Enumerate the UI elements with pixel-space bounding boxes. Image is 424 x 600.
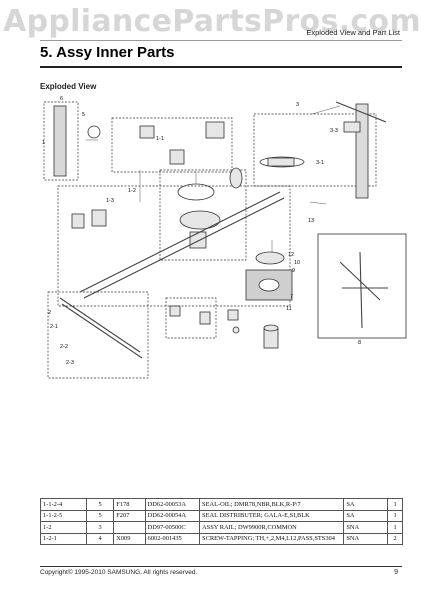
label-6: 6 <box>60 96 63 102</box>
parts-table: 1-1-2-4 5 F178 DD62-00053A SEAL-OIL; DMR… <box>39 498 403 545</box>
label-7: 7 <box>290 294 293 300</box>
table-row: 1-2-1 4 X009 6002-001435 SCREW-TAPPING; … <box>39 532 403 545</box>
title-divider <box>40 66 402 68</box>
label-9: 9 <box>292 268 295 274</box>
copyright: Copyright© 1995-2010 SAMSUNG. All rights… <box>40 569 198 576</box>
label-3: 3 <box>296 102 299 108</box>
label-1: 1 <box>42 140 45 146</box>
section-title: 5. Assy Inner Parts <box>40 44 175 61</box>
table-row: 1-1-2-5 5 F207 DD62-00054A SEAL DISTRIBU… <box>39 509 403 522</box>
label-2: 2 <box>48 310 51 316</box>
label-12: 12 <box>288 252 294 258</box>
label-1-2: 1-2 <box>128 188 136 194</box>
label-11: 11 <box>286 306 292 312</box>
header-divider <box>40 40 402 41</box>
subheading: Exploded View <box>40 82 97 91</box>
page-number: 9 <box>394 569 398 576</box>
header-tag: Exploded View and Part List <box>306 28 400 37</box>
label-13: 13 <box>308 218 314 224</box>
label-2-2: 2-2 <box>60 344 68 350</box>
label-2-1: 2-1 <box>50 324 58 330</box>
table-row: 1-2 3 DD97-00500C ASSY RAIL; DW9900R,COM… <box>39 521 403 534</box>
label-1-3: 1-3 <box>106 198 114 204</box>
label-1-1: 1-1 <box>156 136 164 142</box>
label-10: 10 <box>294 260 300 266</box>
label-2-3: 2-3 <box>66 360 74 366</box>
label-3-1: 3-1 <box>316 160 324 166</box>
exploded-view-diagram: 3 6 5 1 1-1 1-2 1-3 2 2-1 2-2 2-3 7 8 9 … <box>42 96 407 379</box>
label-8: 8 <box>358 340 361 346</box>
table-row: 1-1-2-4 5 F178 DD62-00053A SEAL-OIL; DMR… <box>39 498 403 511</box>
footer-divider <box>40 566 402 567</box>
inset-box <box>317 233 407 339</box>
label-5: 5 <box>82 112 85 118</box>
label-3-3: 3-3 <box>330 128 338 134</box>
